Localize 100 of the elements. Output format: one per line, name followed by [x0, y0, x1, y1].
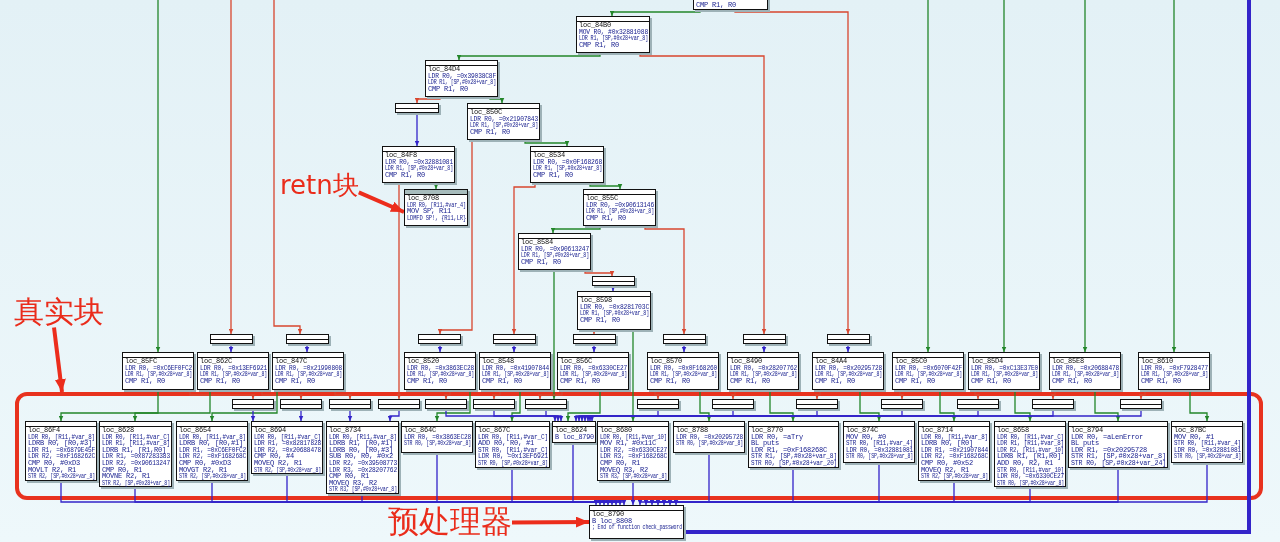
annotation-label: 真实块 [14, 296, 104, 328]
code-block [583, 189, 656, 226]
connector-arrow [1082, 0, 1088, 353]
connector-arrow [493, 408, 561, 422]
code-block [994, 421, 1066, 488]
jump-block [637, 399, 679, 409]
connector-arrow [273, 0, 303, 335]
connector-arrow [655, 480, 955, 506]
jump-block [1032, 399, 1074, 409]
code-block [892, 352, 964, 390]
jump-block [881, 399, 923, 409]
code-block [176, 421, 248, 481]
connector-arrow [667, 467, 1119, 506]
jump-block [493, 334, 536, 344]
code-block [479, 352, 551, 390]
jump-block [743, 334, 786, 344]
code-block [576, 16, 650, 53]
jump-block [395, 103, 439, 113]
connector-arrow [443, 389, 451, 400]
connector-line [684, 0, 1251, 534]
connector-arrow [545, 408, 564, 422]
connector-arrow [396, 182, 402, 400]
code-block [748, 421, 839, 468]
connector-arrow [189, 389, 256, 400]
connector-arrow [437, 139, 473, 335]
connector-arrow [155, 0, 161, 353]
connector-arrow [681, 343, 687, 353]
connector-arrow [859, 389, 882, 422]
code-block [272, 352, 344, 390]
jump-block [210, 334, 253, 344]
connector-arrow [673, 462, 1208, 506]
code-block [727, 352, 799, 390]
connector-arrow [639, 52, 767, 335]
annotation-label: 预处理器 [388, 505, 512, 538]
connector-arrow [537, 389, 563, 400]
jump-block [592, 276, 635, 286]
connector-arrow [132, 389, 211, 422]
connector-arrow [304, 343, 310, 353]
connector-arrow [211, 480, 607, 506]
connector-arrow [286, 473, 611, 506]
connector-arrow [347, 408, 353, 422]
connector-arrow [1189, 389, 1210, 422]
code-block [467, 103, 540, 140]
connector-arrow [761, 343, 767, 353]
connector-arrow [579, 408, 818, 422]
connector-arrow [1094, 389, 1121, 422]
connector-arrow [630, 480, 636, 506]
connector-arrow [456, 52, 601, 61]
code-block [577, 291, 651, 330]
connector-arrow [334, 389, 353, 400]
jump-block [796, 399, 838, 409]
code-block [968, 352, 1040, 390]
connector-arrow [387, 408, 400, 422]
connector-arrow [250, 408, 256, 422]
connector-arrow [769, 389, 796, 422]
jump-block [663, 334, 706, 344]
code-block [1138, 352, 1210, 390]
jump-block [425, 399, 467, 409]
annotation-label: retn块 [280, 172, 359, 200]
code-block [197, 352, 269, 390]
code-block [122, 352, 194, 390]
jump-block [712, 399, 754, 409]
code-block [812, 352, 884, 390]
connector-arrow [434, 389, 471, 422]
connector-arrow [584, 269, 615, 277]
code-block [475, 421, 550, 468]
jump-block [280, 399, 322, 409]
code-block [425, 60, 498, 97]
code-block [251, 421, 323, 475]
connector-arrow [511, 343, 517, 353]
code-block [99, 421, 172, 488]
connector-arrow [649, 462, 880, 506]
connector-arrow [925, 0, 931, 353]
connector-arrow [551, 269, 557, 400]
code-block [518, 233, 591, 270]
jump-block [573, 334, 616, 344]
jump-block [525, 399, 567, 409]
connector-arrow [414, 96, 441, 104]
code-block [326, 421, 399, 494]
connector-arrow [509, 389, 521, 422]
connector-arrow [414, 112, 420, 147]
connector-arrow [1138, 389, 1146, 400]
connector-arrow [433, 182, 439, 190]
code-block [404, 189, 468, 226]
connector-arrow [491, 389, 501, 400]
code-block [918, 421, 990, 481]
connector-arrow [734, 9, 851, 335]
code-block [843, 421, 915, 463]
connector-arrow [1014, 389, 1033, 422]
highlight-frame [15, 392, 1263, 500]
connector-arrow [654, 389, 661, 400]
code-block [589, 505, 684, 539]
connector-arrow [589, 182, 623, 190]
connector-arrow [298, 408, 304, 422]
jump-block [418, 334, 461, 344]
connector-arrow [489, 96, 505, 104]
connector-arrow [361, 493, 615, 506]
code-block [1068, 421, 1168, 468]
pointer-arrow [52, 327, 66, 393]
jump-block [473, 399, 515, 409]
